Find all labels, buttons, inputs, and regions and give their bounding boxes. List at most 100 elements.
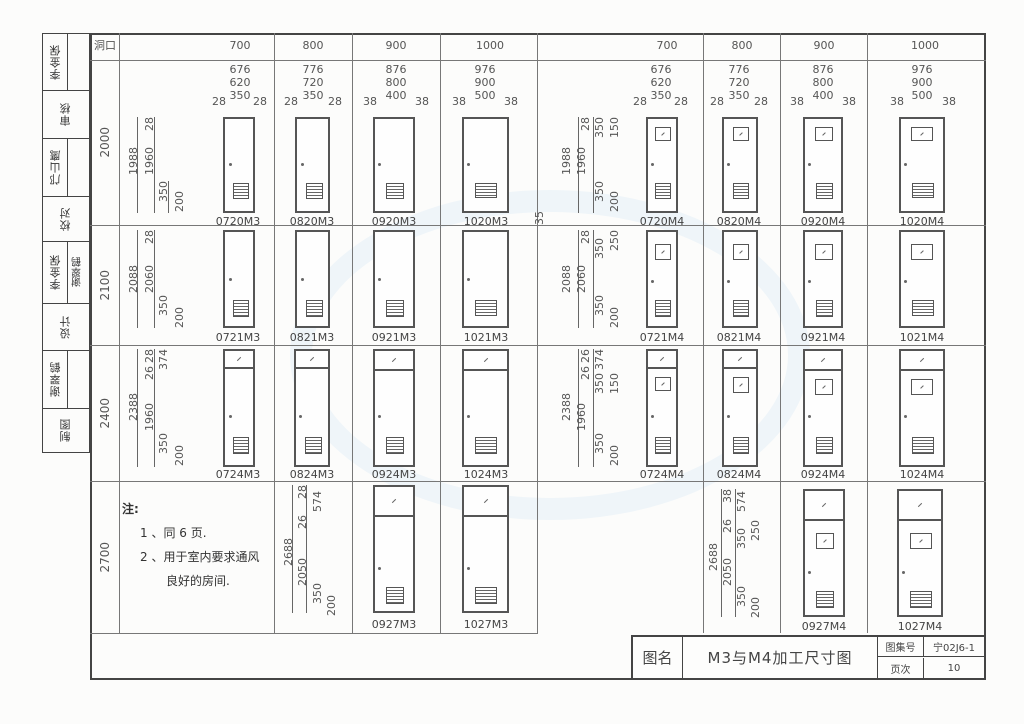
- door-0724M4: [646, 349, 678, 467]
- sig-row-4: 校对: [43, 197, 89, 242]
- vent-grille-icon: [233, 300, 249, 317]
- dim-side: 28: [674, 95, 688, 108]
- vent-grille-icon: [475, 300, 497, 316]
- dim-win: 350: [593, 373, 606, 394]
- dim-total: 2388: [127, 393, 140, 421]
- width-header: 900: [385, 39, 407, 52]
- door-code: 0721M3: [215, 331, 261, 344]
- dim-top: 28: [579, 117, 592, 131]
- vision-panel-icon: [733, 127, 749, 141]
- dim-mid: 26: [721, 519, 734, 533]
- sig-row-3: 邝山鹰: [43, 139, 89, 197]
- door-0720M3: [223, 117, 255, 213]
- dim-side: 38: [363, 95, 377, 108]
- row-height-label: 2100: [98, 269, 112, 301]
- dim-mid: 26: [296, 515, 309, 529]
- opening-header: 洞口: [94, 39, 116, 52]
- vision-panel-icon: [655, 244, 671, 260]
- dim-leaf: 2050: [296, 558, 309, 586]
- dim-leaf: 2050: [721, 558, 734, 586]
- vent-grille-icon: [912, 300, 934, 316]
- grid-line: [90, 225, 986, 226]
- door-0820M4: [722, 117, 758, 213]
- door-0920M3: [373, 117, 415, 213]
- dim-vent: 500: [911, 89, 933, 102]
- width-header: 1000: [476, 39, 504, 52]
- door-code: 1024M4: [899, 468, 945, 481]
- vent-grille-icon: [475, 183, 497, 198]
- vision-panel-icon: [911, 244, 933, 260]
- row-height-label: 2400: [98, 397, 112, 429]
- atlas-number-value: 宁02J6-1: [924, 637, 984, 657]
- dim-vent: 500: [474, 89, 496, 102]
- sig-name: 邝山鹰: [49, 149, 62, 186]
- dim-win-offset: 250: [608, 230, 621, 251]
- signature-block: 李金保 审核 邝山鹰 校对 李金保 谢翠鹤 设计 谢翠鹤 制图: [42, 33, 90, 453]
- door-code: 0724M3: [215, 468, 261, 481]
- grid-line: [537, 33, 538, 633]
- dim-side: 38: [890, 95, 904, 108]
- door-0821M4: [722, 230, 758, 328]
- dim-win-offset: 150: [608, 373, 621, 394]
- sig-role: 校对: [59, 207, 72, 231]
- transom-panel: [805, 491, 843, 521]
- door-code: 0824M3: [289, 468, 335, 481]
- width-header: 800: [302, 39, 324, 52]
- dim-vent: 350: [311, 583, 324, 604]
- vent-grille-icon: [912, 437, 934, 454]
- door-code: 0820M4: [716, 215, 762, 228]
- width-header: 800: [731, 39, 753, 52]
- vent-grille-icon: [816, 591, 834, 608]
- sig-name: 李金保: [49, 44, 62, 80]
- vent-grille-icon: [386, 183, 404, 199]
- door-0924M4: [803, 349, 843, 467]
- door-1021M4: [899, 230, 945, 328]
- vision-panel-icon: [911, 127, 933, 141]
- grid-line: [867, 33, 868, 633]
- door-0821M3: [295, 230, 330, 328]
- door-code: 0824M4: [716, 468, 762, 481]
- door-code: 0720M3: [215, 215, 261, 228]
- dim-total: 1988: [127, 147, 140, 175]
- dim-leaf: 800: [385, 76, 407, 89]
- door-code: 0820M3: [289, 215, 335, 228]
- dim-side: 28: [253, 95, 267, 108]
- title-block: 图名 M3与M4加工尺寸图 图集号 宁02J6-1 页次 10: [631, 635, 986, 680]
- dim-overall: 776: [728, 63, 750, 76]
- dim-overall: 676: [650, 63, 672, 76]
- door-0721M4: [646, 230, 678, 328]
- sig-row-2: 审核: [43, 91, 89, 139]
- door-0920M4: [803, 117, 843, 213]
- grid-line: [780, 33, 781, 633]
- dim-extra: 35: [533, 211, 546, 225]
- grid-line: [90, 633, 538, 634]
- door-code: 0821M4: [716, 331, 762, 344]
- door-schedule-grid: 洞口 700 800 900 1000 700 800 900 1000 200…: [90, 33, 986, 634]
- drawing-frame: [90, 33, 986, 680]
- dim-bottom: 200: [173, 307, 186, 328]
- door-1024M3: [462, 349, 509, 467]
- dim-bottom: 200: [608, 307, 621, 328]
- page-label: 页次: [878, 658, 924, 678]
- dim-side: 28: [328, 95, 342, 108]
- vision-panel-icon: [911, 379, 933, 395]
- grid-line: [90, 345, 986, 346]
- dim-bottom: 200: [173, 191, 186, 212]
- door-code: 0927M3: [371, 618, 417, 631]
- dim-vent: 350: [157, 433, 170, 454]
- row-height-label: 2700: [98, 541, 112, 573]
- grid-line: [703, 33, 704, 633]
- dim-win: 350: [593, 238, 606, 259]
- door-code: 0927M4: [801, 620, 847, 633]
- dim-win: 350: [593, 117, 606, 138]
- dim-top: 28: [579, 230, 592, 244]
- dim-total: 2688: [707, 543, 720, 571]
- vent-grille-icon: [733, 183, 749, 199]
- grid-line: [352, 33, 353, 633]
- dim-total: 2088: [560, 265, 573, 293]
- vent-grille-icon: [386, 300, 404, 317]
- drawing-title: M3与M4加工尺寸图: [683, 637, 878, 678]
- dim-top: 28: [143, 349, 156, 363]
- dim-total: 2388: [560, 393, 573, 421]
- dim-leaf: 900: [911, 76, 933, 89]
